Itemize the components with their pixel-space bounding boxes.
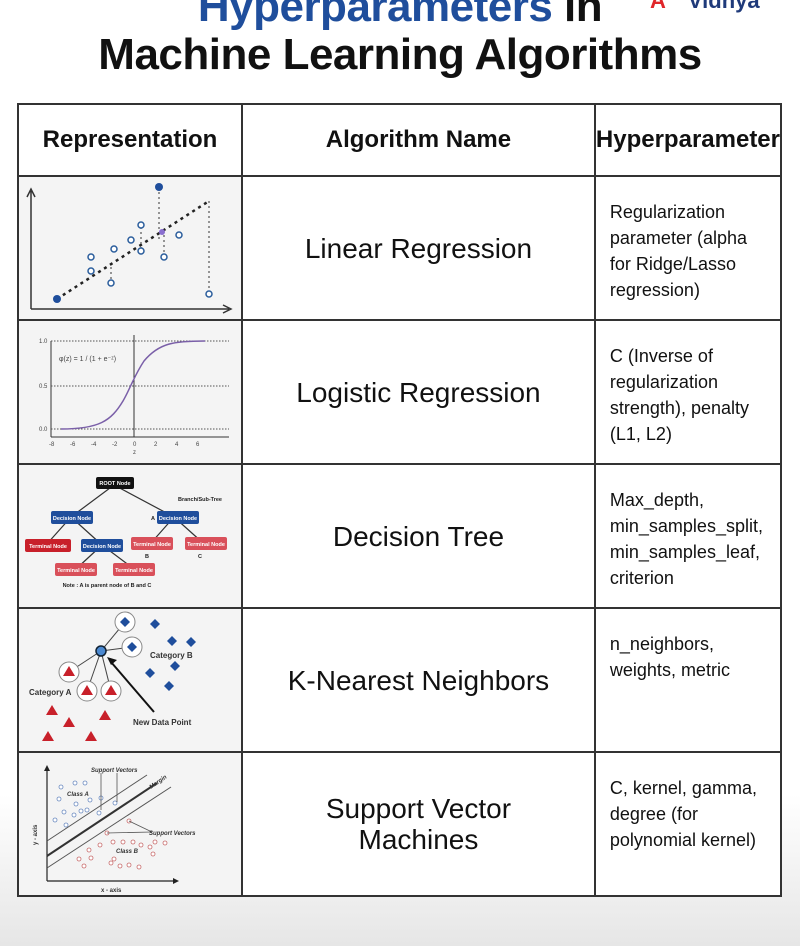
algorithm-name: Decision Tree (241, 463, 596, 609)
page-title-line2: Machine Learning Algorithms (98, 30, 702, 79)
label-c: C (198, 554, 202, 560)
hyperparameter-text: Regularization parameter (alpha for Ridg… (593, 175, 783, 321)
tree-note: Note : A is parent node of B and C (63, 583, 152, 589)
support-vectors-label: Support Vectors (149, 831, 196, 837)
title-rest: in (552, 0, 603, 31)
table-row: Support Vectors Support Vectors Margin C… (17, 751, 783, 897)
y-tick: 0.5 (39, 384, 48, 390)
title-highlight: Hyperparameters (197, 0, 553, 31)
hyperparameter-text: Max_depth, min_samples_split, min_sample… (593, 463, 783, 609)
label-a: A (151, 516, 155, 522)
x-tick: 6 (196, 442, 200, 448)
header-representation: Representation (17, 103, 243, 177)
x-tick: 0 (133, 442, 137, 448)
algorithm-name: Support Vector Machines (241, 751, 596, 897)
decision-node: Decision Node (159, 516, 197, 522)
branch-label: Branch/Sub-Tree (178, 497, 222, 503)
table-header-row: Representation Algorithm Name Hyperparam… (17, 103, 783, 177)
x-tick: -6 (70, 442, 76, 448)
logo-text: Vidhya (687, 0, 760, 13)
linear-regression-diagram (17, 175, 243, 321)
brand-logo: A Vidhya (650, 0, 760, 14)
x-tick: -8 (49, 442, 55, 448)
algorithm-name: Linear Regression (241, 175, 596, 321)
decision-node: Decision Node (53, 516, 91, 522)
y-axis-label: y - axis (33, 824, 39, 845)
x-tick: -4 (91, 442, 97, 448)
y-tick: 1.0 (39, 339, 48, 345)
support-vectors-label: Support Vectors (91, 768, 138, 774)
table-row: ROOT Node Decision Node Decision Node De… (17, 463, 783, 609)
decision-node: Decision Node (83, 544, 121, 550)
label-b: B (145, 554, 149, 560)
terminal-node: Terminal Node (187, 542, 225, 548)
logistic-regression-diagram: 1.0 0.5 0.0 φ(z) = 1 / (1 + e⁻ᶻ) -8 -6 -4 -… (17, 319, 243, 465)
x-axis-label: x - axis (101, 888, 122, 894)
new-data-point-label: New Data Point (133, 718, 192, 727)
x-tick: -2 (112, 442, 118, 448)
algorithm-name: Logistic Regression (241, 319, 596, 465)
algorithm-name: K-Nearest Neighbors (241, 607, 596, 753)
terminal-node: Terminal Node (115, 568, 153, 574)
hyperparameter-text: C (Inverse of regularization strength), … (593, 319, 783, 465)
terminal-node: Terminal Node (57, 568, 95, 574)
hyperparameter-text: C, kernel, gamma, degree (for polynomial… (593, 751, 783, 897)
decision-tree-diagram: ROOT Node Decision Node Decision Node De… (17, 463, 243, 609)
category-a-label: Category A (29, 688, 72, 697)
sigmoid-formula: φ(z) = 1 / (1 + e⁻ᶻ) (59, 356, 116, 363)
terminal-node: Terminal Node (29, 544, 67, 550)
table-row: Linear Regression Regularization paramet… (17, 175, 783, 321)
x-tick: 4 (175, 442, 179, 448)
header-algorithm: Algorithm Name (241, 103, 596, 177)
margin-label: Margin (149, 774, 169, 790)
class-a-label: Class A (67, 792, 89, 798)
terminal-node: Terminal Node (133, 542, 171, 548)
page-title-line1: Hyperparameters in (0, 0, 800, 32)
class-b-label: Class B (116, 849, 139, 855)
category-b-label: Category B (150, 651, 193, 660)
knn-diagram: Category B Category A New Data Point (17, 607, 243, 753)
root-node: ROOT Node (99, 481, 130, 487)
table-row: 1.0 0.5 0.0 φ(z) = 1 / (1 + e⁻ᶻ) -8 -6 -4 -… (17, 319, 783, 465)
x-tick: 2 (154, 442, 158, 448)
svm-diagram: Support Vectors Support Vectors Margin C… (17, 751, 243, 897)
hyperparameter-table: Representation Algorithm Name Hyperparam… (17, 103, 783, 897)
x-axis-label: z (133, 450, 136, 456)
table-row: Category B Category A New Data Point K-N… (17, 607, 783, 753)
hyperparameter-text: n_neighbors, weights, metric (593, 607, 783, 753)
header-hyperparameter: Hyperparameter (593, 103, 783, 177)
logo-mark: A (650, 0, 666, 13)
y-tick: 0.0 (39, 427, 48, 433)
